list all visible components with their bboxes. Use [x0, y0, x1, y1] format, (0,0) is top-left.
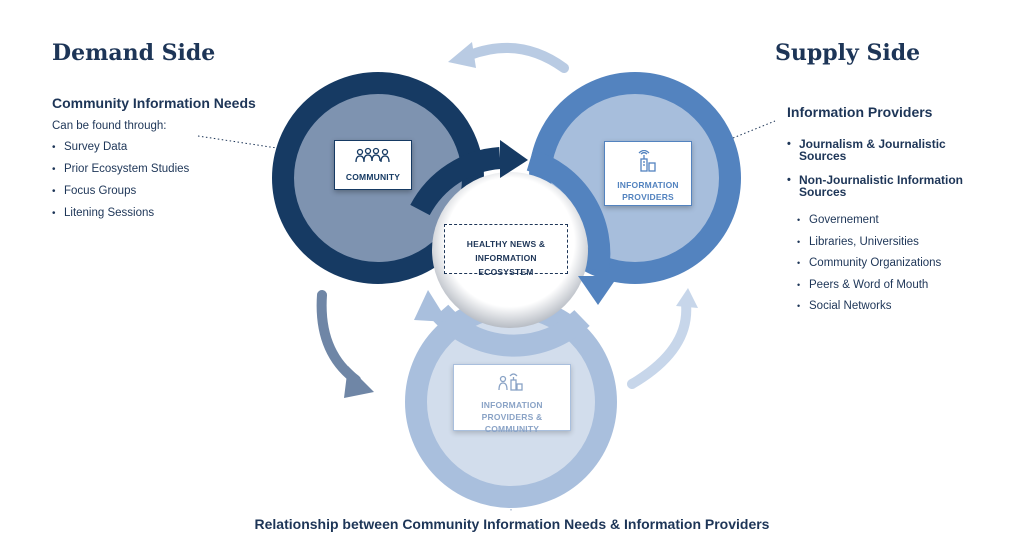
diagram-caption: Relationship between Community Informati…	[254, 516, 770, 532]
community-people-icon	[355, 147, 390, 163]
top-arrow	[465, 42, 569, 73]
community-needs-heading: Community Information Needs	[52, 95, 256, 111]
providers-label: INFORMATION PROVIDERS	[617, 180, 679, 202]
center-arrowhead-light	[414, 290, 448, 322]
center-arrow-light	[431, 304, 590, 357]
center-label: HEALTHY NEWS & INFORMATION ECOSYSTEM	[466, 239, 546, 277]
information-providers-heading: Information Providers	[787, 104, 933, 120]
right-arrow	[627, 299, 692, 389]
demand-source-list: Survey Data Prior Ecosystem Studies Focu…	[52, 136, 189, 224]
supply-leader-line	[732, 120, 776, 139]
list-item: •Journalism & Journalistic Sources	[787, 137, 946, 163]
list-item: Focus Groups	[52, 180, 189, 202]
providers-box: INFORMATION PROVIDERS	[604, 141, 692, 206]
demand-intro: Can be found through:	[52, 120, 167, 132]
broadcast-building-icon	[638, 149, 656, 172]
supply-sub-list: Governement Libraries, Universities Comm…	[797, 210, 941, 318]
list-item: Litening Sessions	[52, 202, 189, 224]
combined-box: INFORMATION PROVIDERS & COMMUNITY	[453, 364, 571, 434]
list-item: Survey Data	[52, 136, 189, 158]
left-arrow	[316, 290, 361, 385]
supply-main-list: •Journalism & Journalistic Sources •Non-…	[787, 138, 987, 198]
people-broadcast-icon	[498, 373, 523, 391]
list-item: Governement	[797, 210, 941, 232]
right-arrowhead	[676, 288, 698, 308]
list-item: Community Organizations	[797, 253, 941, 275]
top-arrowhead	[448, 42, 476, 68]
community-box: COMMUNITY	[334, 140, 412, 190]
community-label: COMMUNITY	[345, 172, 401, 182]
center-arrow-mid	[526, 149, 611, 272]
center-arrow-dark	[410, 147, 502, 216]
center-box: HEALTHY NEWS & INFORMATION ECOSYSTEM	[444, 224, 568, 277]
center-arrowhead-mid	[578, 276, 618, 305]
supply-side-title: Supply Side	[775, 40, 921, 66]
list-item: Prior Ecosystem Studies	[52, 158, 189, 180]
list-item: Peers & Word of Mouth	[797, 275, 941, 297]
list-item: •Non-Journalistic Information Sources	[787, 173, 964, 199]
center-arrowhead-dark	[500, 140, 528, 178]
demand-side-title: Demand Side	[52, 40, 216, 66]
demand-leader-line	[197, 135, 291, 151]
list-item: Social Networks	[797, 296, 941, 318]
list-item: Libraries, Universities	[797, 232, 941, 254]
left-arrowhead	[344, 366, 374, 398]
combined-label: INFORMATION PROVIDERS & COMMUNITY	[481, 400, 543, 434]
